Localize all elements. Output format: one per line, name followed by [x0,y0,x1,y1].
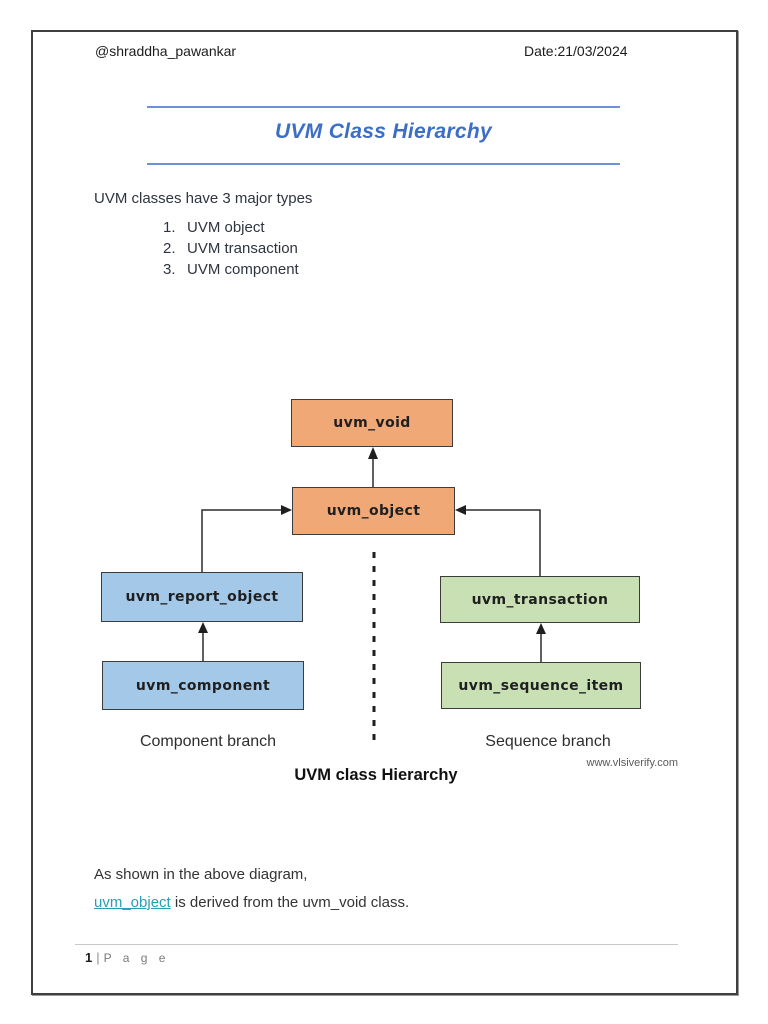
node-uvm-report-object: uvm_report_object [101,572,303,622]
uvm-object-link[interactable]: uvm_object [94,894,171,911]
page-title: UVM Class Hierarchy [275,120,492,143]
conclusion-line1: As shown in the above diagram, [94,866,308,883]
author-handle: @shraddha_pawankar [95,43,237,59]
list-item-label: UVM transaction [187,240,298,257]
node-label: uvm_object [326,503,421,519]
node-label: uvm_void [333,415,411,431]
node-uvm-transaction: uvm_transaction [440,576,640,623]
component-branch-label: Component branch [139,733,277,750]
footer-divider [75,944,678,945]
node-label: uvm_sequence_item [458,677,624,694]
node-uvm-sequence-item: uvm_sequence_item [441,662,641,709]
list-item: 1. UVM object [163,219,265,236]
page-number: 1 [85,950,93,965]
node-uvm-object: uvm_object [292,487,455,535]
sequence-branch-label: Sequence branch [485,733,611,750]
list-item-number: 2. [163,240,176,257]
title-rule-top [147,106,620,108]
node-label: uvm_component [135,677,271,694]
date-label: Date:21/03/2024 [524,43,628,59]
list-item-number: 1. [163,219,176,236]
node-label: uvm_transaction [471,591,609,608]
list-item-label: UVM object [187,219,265,236]
title-rule-bottom [147,163,620,165]
page-footer: 1|P a g e [85,950,169,965]
list-item: 3. UVM component [163,261,299,278]
conclusion-line2: uvm_object is derived from the uvm_void … [94,894,409,911]
diagram-caption: UVM class Hierarchy [294,766,458,784]
node-label: uvm_report_object [125,589,279,605]
conclusion-line2-rest: is derived from the uvm_void class. [170,894,410,911]
list-item-label: UVM component [187,261,299,278]
node-uvm-component: uvm_component [102,661,304,710]
list-item: 2. UVM transaction [163,240,298,257]
intro-heading: UVM classes have 3 major types [94,190,313,207]
node-uvm-void: uvm_void [291,399,453,447]
footer-separator: | [96,950,100,965]
watermark-url: www.vlsiverify.com [586,757,678,769]
footer-page-label: P a g e [103,951,170,965]
list-item-number: 3. [163,261,176,278]
